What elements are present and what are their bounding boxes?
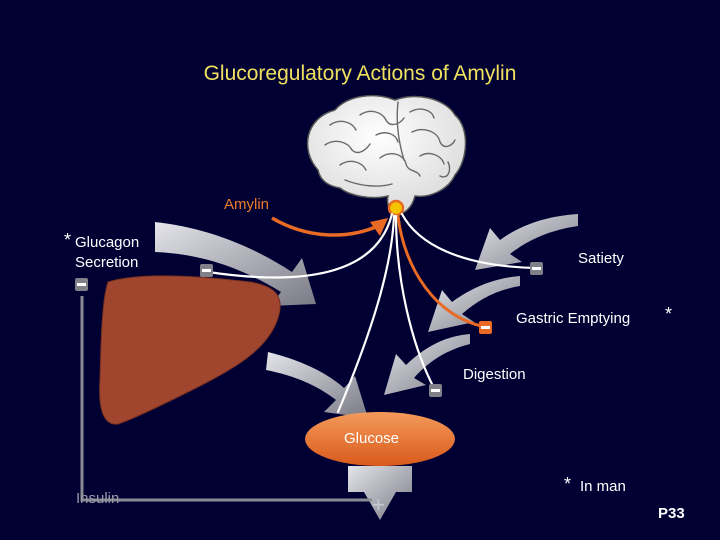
plus-marker-insulin: +	[372, 492, 385, 517]
insulin-feedback-line	[80, 296, 372, 502]
arrow-liver-to-glucose	[266, 352, 368, 418]
arrow-glucagon-to-liver	[155, 222, 316, 306]
glucose-label: Glucose	[344, 430, 400, 447]
arrow-gastric-emptying	[428, 276, 520, 332]
arrow-satiety	[475, 214, 578, 270]
slide-number: P33	[658, 505, 685, 522]
minus-marker-digestion	[429, 384, 442, 397]
slide-title: Glucoregulatory Actions of Amylin	[203, 62, 517, 85]
pathway-arrows	[155, 214, 578, 520]
satiety-label: Satiety	[578, 250, 624, 267]
minus-marker-satiety	[530, 262, 543, 275]
glucagon-label-line1: Glucagon	[75, 234, 140, 251]
brain-illustration	[306, 94, 467, 217]
minus-marker-gastric	[479, 321, 492, 334]
amylin-arrow	[271, 216, 388, 237]
arrow-glucose-down	[348, 466, 412, 520]
amylin-label: Amylin	[224, 196, 270, 213]
insulin-label: Insulin	[76, 490, 120, 507]
glucose-ellipse	[305, 412, 455, 466]
minus-marker-glucagon	[200, 264, 213, 277]
glucagon-asterisk: *	[64, 230, 72, 250]
footnote-asterisk: *	[564, 474, 572, 494]
minus-marker-liver	[75, 278, 88, 291]
gastric-emptying-label: Gastric Emptying	[516, 310, 631, 327]
footnote-text: In man	[580, 478, 626, 495]
gastric-emptying-asterisk: *	[665, 304, 673, 324]
arrow-digestion	[384, 334, 470, 395]
glucagon-label-line2: Secretion	[75, 254, 139, 271]
liver-shape	[99, 275, 281, 425]
digestion-label: Digestion	[463, 366, 526, 383]
neural-pathways	[206, 212, 537, 414]
